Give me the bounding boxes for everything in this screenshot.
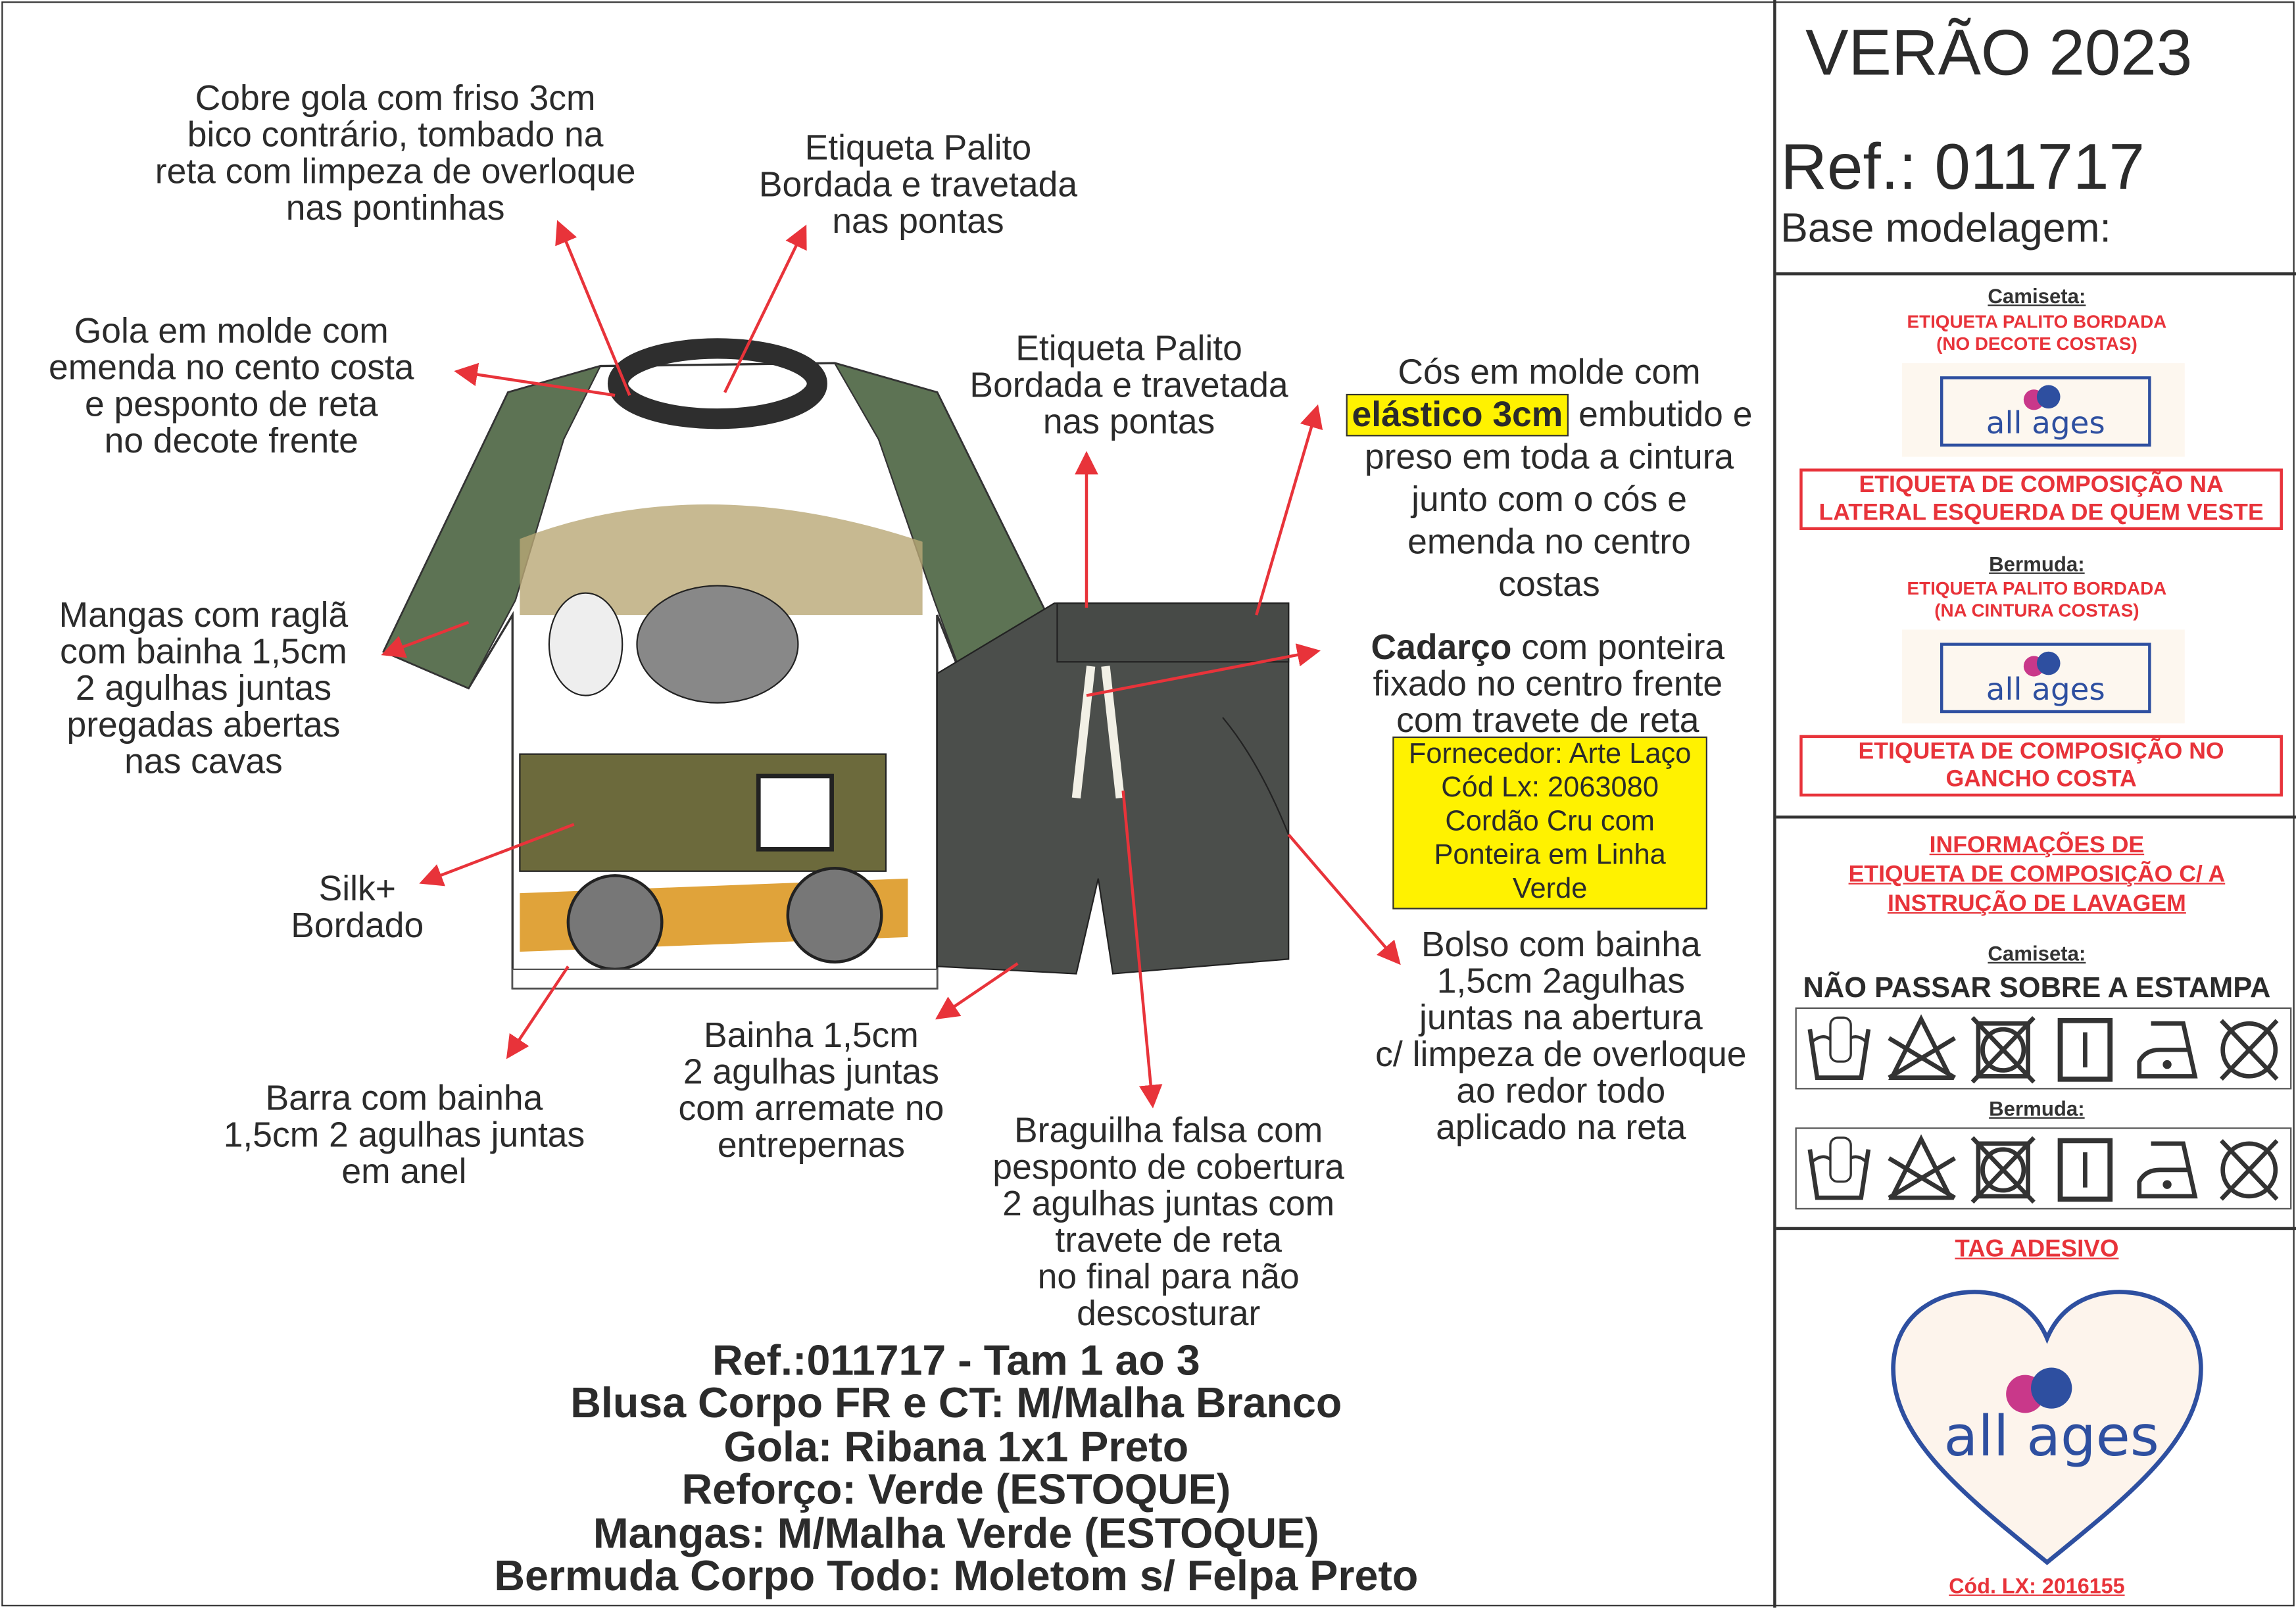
divider: [1776, 272, 2296, 276]
line-dry-icon: [2057, 1017, 2113, 1082]
svg-text:all ages: all ages: [1943, 1403, 2159, 1469]
waistband-note: Cós em molde com elástico 3cm embutido e…: [1346, 351, 1752, 606]
heart-tag-icon: all ages: [1891, 1290, 2203, 1565]
annotation-arrows: [381, 220, 1401, 1109]
tag-title: TAG ADESIVO: [1955, 1236, 2119, 1263]
iron-low-icon: [2137, 1021, 2198, 1079]
shirt-label-text: ETIQUETA PALITO BORDADA(NO DECOTE COSTAS…: [1907, 312, 2167, 354]
divider: [1776, 1227, 2296, 1230]
no-bleach-icon: [1888, 1014, 1956, 1080]
shirt-care-symbols: [1795, 1007, 2292, 1090]
no-bleach-icon: [1888, 1134, 1956, 1200]
hand-wash-icon: [1807, 1136, 1871, 1200]
shorts-label-text: ETIQUETA PALITO BORDADA(NA CINTURA COSTA…: [1907, 578, 2167, 621]
iron-warning: NÃO PASSAR SOBRE A ESTAMPA: [1803, 972, 2271, 1005]
iron-low-icon: [2137, 1141, 2198, 1199]
no-dry-clean-icon: [2220, 1019, 2279, 1081]
shirt-title: Camiseta:: [1988, 283, 2086, 308]
season-title: VERÃO 2023: [1805, 17, 2193, 89]
drawstring-note: Cadarço com ponteira fixado no centro fr…: [1371, 628, 1725, 741]
tag-code: Cód. LX: 2016155: [1949, 1575, 2125, 1599]
shorts-brand-label: all ages: [1902, 629, 2185, 723]
no-tumble-dry-icon: [1970, 1136, 2036, 1204]
shorts-illustration: [936, 602, 1290, 975]
no-tumble-dry-icon: [1970, 1016, 2036, 1084]
line-dry-icon: [2057, 1138, 2113, 1202]
shorts-title: Bermuda:: [1989, 552, 2085, 575]
care-shirt-title: Camiseta:: [1988, 941, 2086, 965]
garment-drawing: [381, 220, 1401, 1109]
no-dry-clean-icon: [2220, 1139, 2279, 1201]
all-ages-logo: all ages: [1986, 651, 2105, 708]
all-ages-logo: all ages: [1986, 385, 2105, 441]
svg-text:all ages: all ages: [1986, 672, 2105, 708]
ref-title: Ref.: 011717: [1780, 132, 2145, 204]
hand-wash-icon: [1807, 1016, 1871, 1080]
print-note: Silk+Bordado: [291, 869, 424, 946]
svg-text:all ages: all ages: [1986, 406, 2105, 441]
base-label: Base modelagem:: [1780, 205, 2111, 251]
divider: [1776, 816, 2296, 819]
elastic-highlight: elástico 3cm: [1346, 393, 1569, 437]
care-shorts-title: Bermuda:: [1989, 1096, 2085, 1121]
shorts-care-symbols: [1795, 1127, 2292, 1210]
shirt-brand-label: all ages: [1902, 363, 2185, 457]
right-panel: VERÃO 2023 Ref.: 011717 Base modelagem: …: [1773, 0, 2296, 1608]
